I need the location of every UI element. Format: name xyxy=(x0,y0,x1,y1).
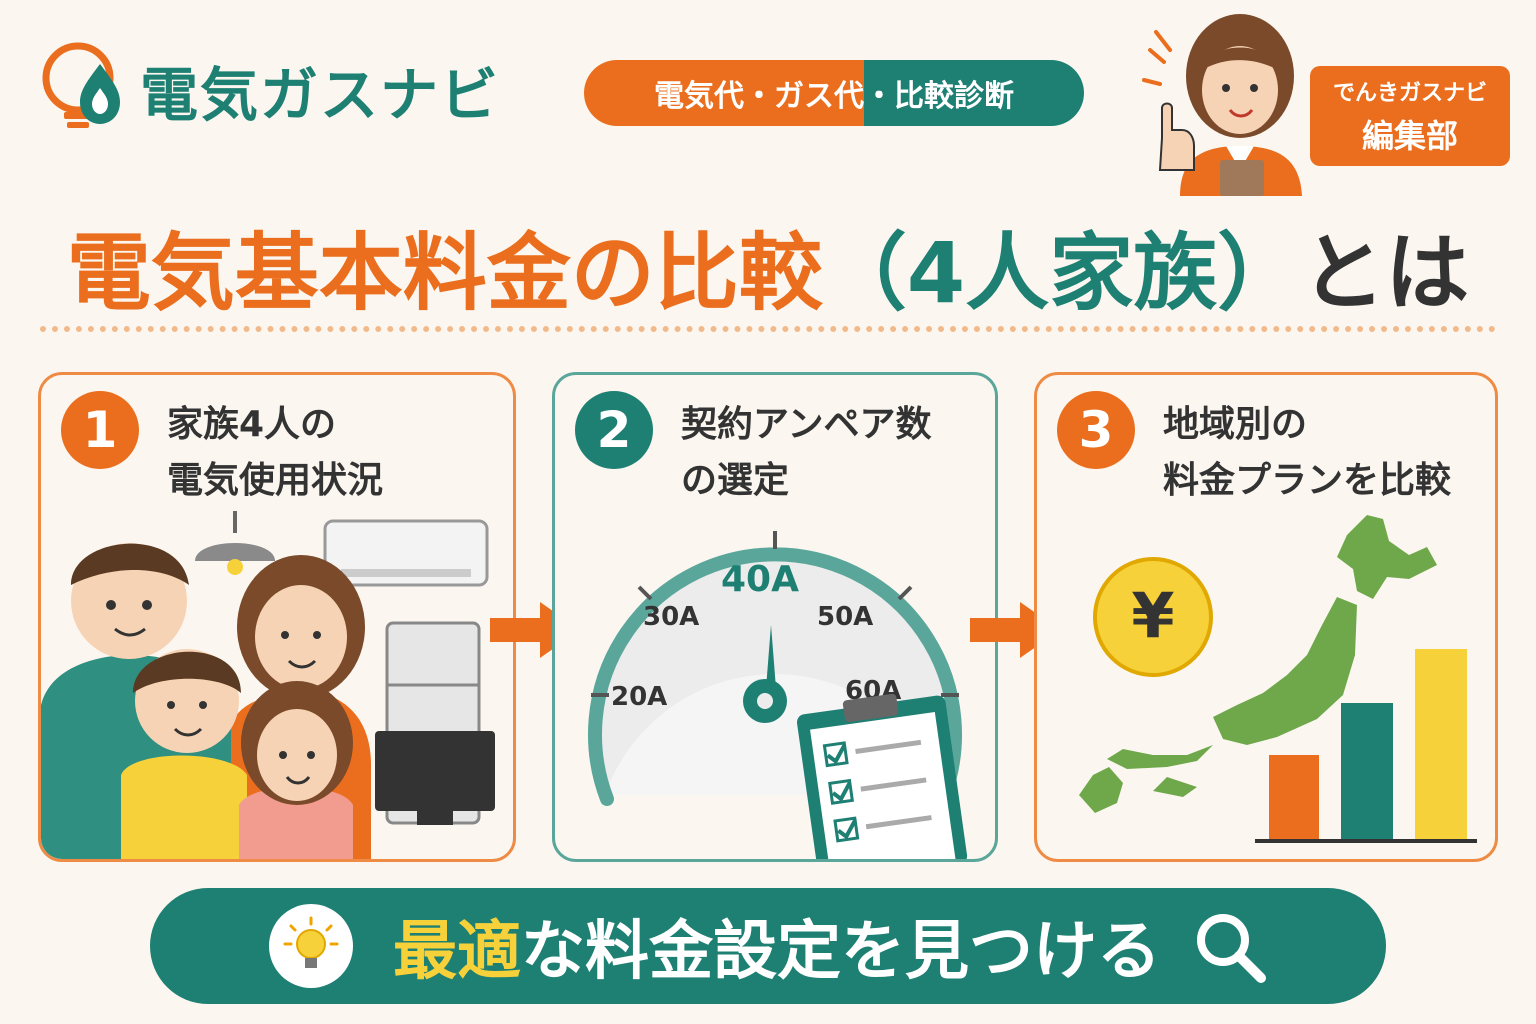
gauge-label-20a: 20A xyxy=(611,682,667,712)
bar-2 xyxy=(1341,703,1393,839)
lightbulb-icon xyxy=(269,904,353,988)
gauge-label-50a: 50A xyxy=(817,602,873,632)
ampere-gauge: 20A 30A 40A 50A 60A xyxy=(588,531,968,859)
title-family: （4人家族） xyxy=(822,224,1302,322)
logo-icon xyxy=(42,42,120,128)
step-caption-2: 契約アンペア数 の選定 xyxy=(681,397,932,509)
step-card-3: 3 地域別の 料金プランを比較 ¥ xyxy=(1034,372,1498,862)
editor-badge-line1: でんきガスナビ xyxy=(1332,81,1487,106)
search-icon[interactable] xyxy=(1191,908,1267,984)
step-caption-2-line2: の選定 xyxy=(681,460,790,501)
editor-badge: でんきガスナビ 編集部 xyxy=(1310,66,1510,166)
step-card-2: 2 契約アンペア数 の選定 20A 30A 40A 50A 60A xyxy=(552,372,998,862)
logo-text: 電気ガスナビ xyxy=(140,48,500,132)
editor-avatar xyxy=(1142,14,1302,196)
step-caption-3: 地域別の 料金プランを比較 xyxy=(1163,397,1451,509)
title-main: 電気基本料金の比較 xyxy=(66,224,823,322)
step-caption-1-line2: 電気使用状況 xyxy=(167,460,384,501)
banner-rest: な料金設定を見つける xyxy=(521,915,1161,989)
tagline-pill: 電気代・ガス代・比較診断 xyxy=(584,60,1084,126)
banner-highlight: 最適 xyxy=(393,915,521,989)
step-number-3: 3 xyxy=(1057,391,1135,469)
bottom-banner: 最適な料金設定を見つける xyxy=(150,888,1386,1004)
dotted-divider xyxy=(40,326,1496,332)
gauge-label-30a: 30A xyxy=(643,602,699,632)
step-caption-2-line1: 契約アンペア数 xyxy=(681,404,932,445)
title-suffix: とは xyxy=(1301,224,1470,322)
banner-text: 最適な料金設定を見つける xyxy=(393,900,1161,992)
japan-map-chart: ¥ xyxy=(1079,515,1477,843)
step-caption-1-line1: 家族4人の xyxy=(167,404,337,445)
yen-icon: ¥ xyxy=(1131,579,1174,652)
step-caption-3-line1: 地域別の xyxy=(1163,404,1308,445)
bar-3 xyxy=(1415,649,1467,839)
step-number-1: 1 xyxy=(61,391,139,469)
step-number-2: 2 xyxy=(575,391,653,469)
bar-1 xyxy=(1269,755,1319,839)
step-caption-1: 家族4人の 電気使用状況 xyxy=(167,397,383,509)
gauge-label-40a: 40A xyxy=(721,559,799,600)
family-illustration xyxy=(41,511,495,859)
step-caption-3-line2: 料金プランを比較 xyxy=(1163,460,1452,501)
editor-badge-line2: 編集部 xyxy=(1361,117,1458,155)
step-card-1: 1 家族4人の 電気使用状況 xyxy=(38,372,516,862)
logo-text-main: 電気ガスナビ xyxy=(140,61,501,129)
page-title: 電気基本料金の比較（4人家族）とは xyxy=(0,206,1536,327)
